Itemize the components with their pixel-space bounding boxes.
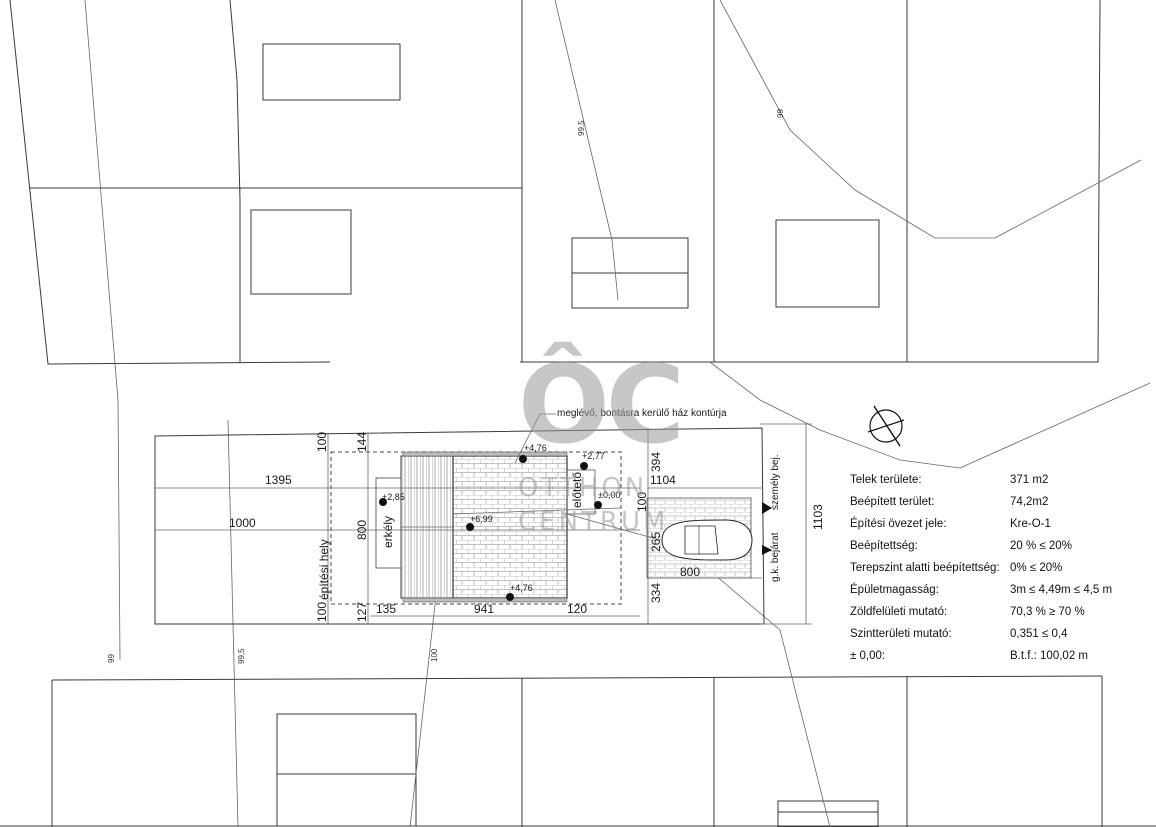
row-value: Kre-O-1 [1010, 518, 1051, 530]
svg-text:+2,85: +2,85 [382, 492, 405, 502]
table-row: ± 0,00: B.t.f.: 100,02 m [850, 650, 1110, 672]
svg-text:+4,76: +4,76 [524, 443, 547, 453]
svg-text:144: 144 [355, 432, 369, 452]
neighbour-plots-top [9, 0, 1151, 661]
entrance-arrow-icon [762, 502, 772, 514]
svg-text:előtető: előtető [570, 472, 584, 508]
row-label: Terepszint alatti beépítettség: [850, 562, 1000, 574]
svg-text:100: 100 [315, 602, 329, 622]
dimension-texts: 1395 1000 1104 800 941 135 120 1103 800 … [229, 432, 825, 622]
row-value: 70,3 % ≥ 70 % [1010, 606, 1085, 618]
row-value: 74,2m2 [1010, 496, 1049, 508]
dimension-lines [155, 423, 812, 625]
table-row: Terepszint alatti beépítettség: 0% ≤ 20% [850, 562, 1110, 584]
svg-text:99: 99 [107, 654, 116, 663]
svg-text:941: 941 [474, 602, 494, 616]
svg-text:személy bej.: személy bej. [770, 454, 781, 510]
svg-text:135: 135 [376, 602, 396, 616]
table-row: Beépített terület: 74,2m2 [850, 496, 1110, 518]
svg-text:800: 800 [355, 520, 369, 540]
driveway [566, 497, 772, 579]
svg-text:építési hely: építési hely [317, 539, 331, 600]
car-icon [661, 519, 753, 561]
watermark: ÔC OTTHON CENTRUM [518, 341, 685, 537]
row-value: 371 m2 [1010, 474, 1049, 486]
svg-text:+4,76: +4,76 [510, 583, 533, 593]
svg-text:ÔC: ÔC [518, 341, 681, 468]
svg-text:394: 394 [649, 452, 663, 472]
row-label: Építési övezet jele: [850, 518, 947, 530]
row-label: Beépített terület: [850, 496, 935, 508]
svg-text:1104: 1104 [650, 473, 676, 487]
table-row: Zöldfelületi mutató: 70,3 % ≥ 70 % [850, 606, 1110, 628]
row-value: 3m ≤ 4,49m ≤ 4,5 m [1010, 584, 1113, 596]
svg-text:±0,00: ±0,00 [598, 490, 620, 500]
level-markers: +4,76 +2,77 ±0,00 +2,85 +6,99 +4,76 [379, 443, 620, 601]
svg-text:800: 800 [680, 565, 700, 579]
svg-text:99: 99 [776, 109, 785, 118]
table-row: Telek területe: 371 m2 [850, 474, 1110, 496]
svg-text:+2,77: +2,77 [582, 451, 605, 461]
row-value: 0% ≤ 20% [1010, 562, 1063, 574]
plan-labels: meglévő, bontásra kerülő ház kontúrja er… [317, 408, 781, 600]
svg-text:99,5: 99,5 [577, 120, 586, 136]
svg-text:1395: 1395 [265, 473, 292, 487]
svg-text:CENTRUM: CENTRUM [518, 507, 668, 537]
row-label: Zöldfelületi mutató: [850, 606, 948, 618]
svg-text:99,5: 99,5 [237, 648, 246, 664]
level-marker-icon [519, 455, 527, 463]
row-label: Telek területe: [850, 474, 922, 486]
svg-text:100: 100 [635, 492, 649, 512]
row-value: 0,351 ≤ 0,4 [1010, 628, 1068, 640]
table-row: Beépítettség: 20 % ≤ 20% [850, 540, 1110, 562]
svg-text:meglévő, bontásra kerülő ház k: meglévő, bontásra kerülő ház kontúrja [557, 408, 727, 419]
svg-text:334: 334 [649, 583, 663, 603]
row-value: 20 % ≤ 20% [1010, 540, 1072, 552]
svg-text:265: 265 [649, 532, 663, 552]
svg-text:g.k. bejárat: g.k. bejárat [770, 532, 781, 582]
svg-text:127: 127 [355, 602, 369, 622]
svg-text:100: 100 [315, 432, 329, 452]
table-row: Épületmagasság: 3m ≤ 4,49m ≤ 4,5 m [850, 584, 1113, 606]
table-row: Építési övezet jele: Kre-O-1 [850, 518, 1110, 540]
contour-labels: 99 99,5 99 99,5 100 [107, 109, 785, 664]
svg-text:+6,99: +6,99 [470, 514, 493, 524]
north-arrow-icon [867, 405, 905, 447]
row-label: ± 0,00: [850, 650, 886, 662]
table-row: Szintterületi mutató: 0,351 ≤ 0,4 [850, 628, 1110, 650]
svg-text:100: 100 [430, 648, 439, 662]
row-label: Épületmagasság: [850, 584, 939, 596]
plot-data-table: Telek területe: 371 m2 Beépített terület:… [850, 474, 1113, 672]
svg-text:1000: 1000 [229, 516, 256, 530]
row-label: Szintterületi mutató: [850, 628, 952, 640]
svg-text:120: 120 [567, 602, 587, 616]
svg-text:erkély: erkély [381, 516, 395, 548]
svg-text:OTTHON: OTTHON [518, 473, 647, 503]
svg-text:1103: 1103 [811, 504, 825, 530]
row-label: Beépítettség: [850, 540, 918, 552]
row-value: B.t.f.: 100,02 m [1010, 650, 1088, 662]
